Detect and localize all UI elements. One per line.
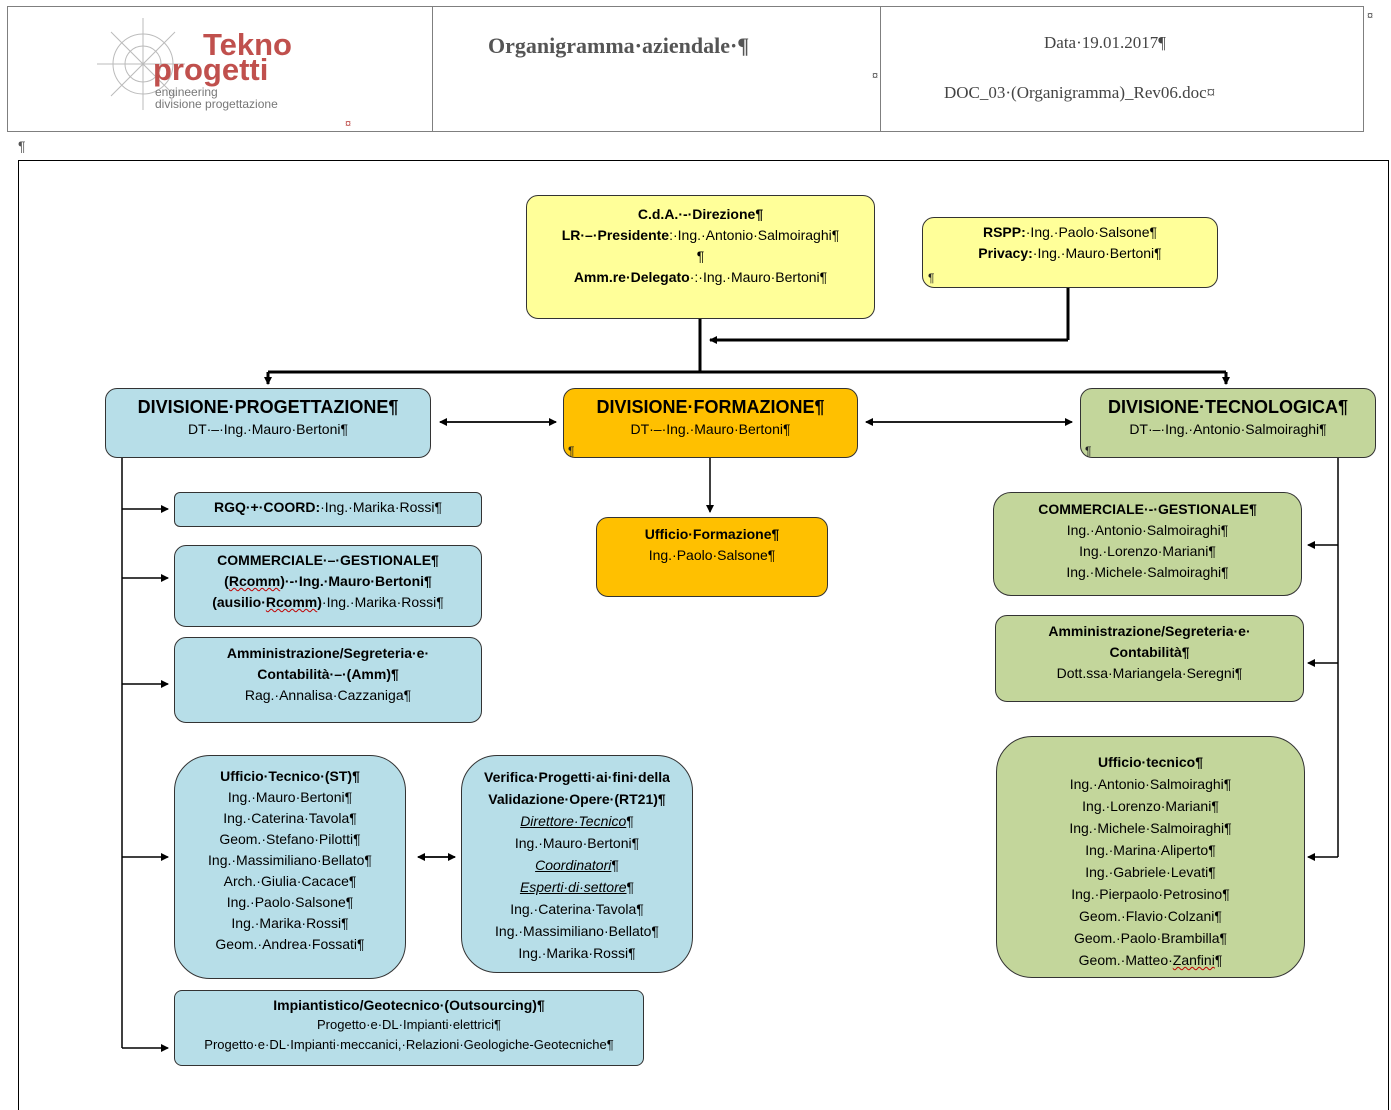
tecnologica-commerciale-member: Ing.·Lorenzo·Mariani¶ (1079, 543, 1216, 559)
divisione-tecnologica-box: DIVISIONE·TECNOLOGICA¶ DT·–·Ing.·Antonio… (1080, 388, 1376, 458)
rgq-coord-line: RGQ·+·COORD:·Ing.·Marika·Rossi¶ (213, 499, 443, 515)
paragraph-mark: ¶ (568, 444, 575, 458)
amministrazione-box: Amministrazione/Segreteria·e· Contabilit… (174, 637, 482, 723)
logo-progetti: progetti (153, 52, 269, 87)
cda-delegate: Amm.re·Delegato·:·Ing.·Mauro·Bertoni¶ (573, 269, 828, 285)
org-chart-frame (18, 160, 1389, 1110)
tecnologica-ut-member: Ing.·Lorenzo·Mariani¶ (1082, 798, 1219, 814)
tecnologica-amministrazione-box: Amministrazione/Segreteria·e· Contabilit… (995, 615, 1304, 702)
impiantistico-title: Impiantistico/Geotecnico·(Outsourcing)¶ (273, 997, 545, 1013)
cda-title: C.d.A.·-·Direzione¶ (637, 206, 764, 222)
impiantistico-line: Progetto·e·DL·Impianti·meccanici,·Relazi… (204, 1037, 614, 1052)
tecnologica-commerciale-member: Ing.·Michele·Salmoiraghi¶ (1066, 564, 1229, 580)
paragraph-mark: ¶ (928, 271, 935, 285)
rcomm-line: (Rcomm)·-·Ing.·Mauro·Bertoni¶ (224, 573, 432, 589)
divisione-formazione-box: DIVISIONE·FORMAZIONE¶ DT·–·Ing.·Mauro·Be… (563, 388, 858, 458)
ufficio-formazione-member: Ing.·Paolo·Salsone¶ (648, 547, 776, 563)
ufficio-formazione-title: Ufficio·Formazione¶ (644, 526, 780, 542)
amministrazione-title-1: Amministrazione/Segreteria·e· (226, 645, 430, 661)
ufficio-tecnico-st-member: Ing.·Mauro·Bertoni¶ (227, 789, 353, 805)
cda-empty-line: ¶ (696, 248, 705, 264)
ufficio-tecnico-st-title: Ufficio·Tecnico·(ST)¶ (220, 768, 360, 784)
ufficio-tecnico-st-member: Geom.·Andrea·Fossati¶ (215, 936, 365, 952)
logo-sunburst-icon (97, 18, 185, 110)
impiantistico-box: Impiantistico/Geotecnico·(Outsourcing)¶ … (174, 990, 644, 1066)
ufficio-tecnico-st-member: Arch.·Giulia·Cacace¶ (223, 873, 357, 889)
verifica-title-1: Verifica·Progetti·ai·fini·della (484, 769, 670, 785)
document-code: DOC_03·(Organigramma)_Rev06.doc¤ (944, 83, 1216, 102)
tecnologica-ut-member: Geom.·Matteo·Zanfini¶ (1078, 952, 1223, 968)
direttore-tecnico-label: Direttore·Tecnico¶ (520, 813, 634, 829)
ufficio-tecnico-st-member: Ing.·Paolo·Salsone¶ (226, 894, 354, 910)
impiantistico-line: Progetto·e·DL·Impianti·elettrici¶ (317, 1017, 501, 1032)
paragraph-mark: ¶ (1085, 444, 1092, 458)
esperti-label: Esperti·di·settore¶ (519, 879, 635, 895)
logo-subtitle: divisione progettazione (155, 97, 278, 111)
verifica-member: Ing.·Caterina·Tavola¶ (510, 901, 644, 917)
tecnologica-amm-title-1: Amministrazione/Segreteria·e· (1048, 623, 1251, 639)
tecnologica-amm-member: Dott.ssa·Mariangela·Seregni¶ (1056, 665, 1243, 681)
ufficio-tecnico-st-box: Ufficio·Tecnico·(ST)¶ Ing.·Mauro·Bertoni… (174, 755, 406, 979)
divisione-formazione-dt: DT·–·Ing.·Mauro·Bertoni¶ (630, 421, 791, 437)
ufficio-formazione-box: Ufficio·Formazione¶ Ing.·Paolo·Salsone¶ (596, 517, 828, 597)
cda-president: LR·–·Presidente:·Ing.·Antonio·Salmoiragh… (561, 227, 840, 243)
tecnologica-ut-member: Geom.·Paolo·Brambilla¶ (1073, 930, 1227, 946)
divisione-progettazione-box: DIVISIONE·PROGETTAZIONE¶ DT·–·Ing.·Mauro… (105, 388, 431, 458)
tecnologica-ut-member: Ing.·Pierpaolo·Petrosino¶ (1071, 886, 1230, 902)
ufficio-tecnico-st-member: Ing.·Marika·Rossi¶ (231, 915, 349, 931)
commerciale-title: COMMERCIALE·–·GESTIONALE¶ (217, 552, 439, 568)
tecnologica-ut-member: Geom.·Flavio·Colzani¶ (1079, 908, 1222, 924)
cell-end-mark: ¤ (872, 70, 879, 82)
divisione-tecnologica-dt: DT·–·Ing.·Antonio·Salmoiraghi¶ (1129, 421, 1327, 437)
logo-tekno: Tekno (203, 27, 292, 62)
tecnologica-commerciale-box: COMMERCIALE·-·GESTIONALE¶ Ing.·Antonio·S… (993, 492, 1302, 596)
verifica-member: Ing.·Massimiliano·Bellato¶ (495, 923, 659, 939)
tecnologica-ut-member: Ing.·Michele·Salmoiraghi¶ (1069, 820, 1232, 836)
ufficio-tecnico-st-member: Ing.·Massimiliano·Bellato¶ (208, 852, 372, 868)
row-end-mark: ¤ (1367, 10, 1374, 22)
amministrazione-title-2: Contabilità·–·(Amm)¶ (257, 666, 399, 682)
verifica-title-2: Validazione·Opere·(RT21)¶ (488, 791, 666, 807)
document-date: Data·19.01.2017¶ (1044, 33, 1166, 52)
rspp-privacy-box: RSPP:·Ing.·Paolo·Salsone¶ Privacy:·Ing.·… (922, 217, 1218, 288)
divisione-formazione-title: DIVISIONE·FORMAZIONE¶ (596, 397, 825, 417)
header-doc-cell (880, 6, 1364, 132)
rspp-line: RSPP:·Ing.·Paolo·Salsone¶ (982, 224, 1158, 240)
tecnologica-ut-member: Ing.·Antonio·Salmoiraghi¶ (1069, 776, 1232, 792)
tecnologica-commerciale-title: COMMERCIALE·-·GESTIONALE¶ (1038, 501, 1257, 517)
verifica-member: Ing.·Marika·Rossi¶ (518, 945, 636, 961)
amministrazione-member: Rag.·Annalisa·Cazzaniga¶ (244, 687, 412, 703)
logo-engineering: engineering (155, 85, 218, 99)
commerciale-gestionale-box: COMMERCIALE·–·GESTIONALE¶ (Rcomm)·-·Ing.… (174, 545, 482, 627)
company-logo: Tekno progetti engineering divisione pro… (95, 12, 345, 122)
tecnologica-ufficio-tecnico-title: Ufficio·tecnico¶ (1097, 754, 1203, 770)
tecnologica-ufficio-tecnico-box: Ufficio·tecnico¶ Ing.·Antonio·Salmoiragh… (996, 736, 1305, 978)
tecnologica-ut-member: Ing.·Marina·Aliperto¶ (1085, 842, 1216, 858)
ufficio-tecnico-st-member: Geom.·Stefano·Pilotti¶ (219, 831, 361, 847)
rgq-coord-box: RGQ·+·COORD:·Ing.·Marika·Rossi¶ (174, 492, 482, 527)
tecnologica-ut-member: Ing.·Gabriele·Levati¶ (1085, 864, 1216, 880)
tecnologica-amm-title-2: Contabilità¶ (1109, 644, 1190, 660)
verifica-member: Ing.·Mauro·Bertoni¶ (514, 835, 640, 851)
cda-direzione-box: C.d.A.·-·Direzione¶ LR·–·Presidente:·Ing… (526, 195, 875, 319)
coordinatori-label: Coordinatori¶ (535, 857, 619, 873)
ausilio-rcomm-line: (ausilio·Rcomm)·Ing.·Marika·Rossi¶ (212, 594, 444, 610)
ufficio-tecnico-st-member: Ing.·Caterina·Tavola¶ (223, 810, 357, 826)
paragraph-mark: ¶ (18, 138, 26, 154)
verifica-progetti-box: Verifica·Progetti·ai·fini·della Validazi… (461, 755, 693, 973)
privacy-line: Privacy:·Ing.·Mauro·Bertoni¶ (978, 245, 1162, 261)
divisione-tecnologica-title: DIVISIONE·TECNOLOGICA¶ (1107, 397, 1349, 417)
document-title: Organigramma·aziendale·¶ (488, 33, 750, 58)
divisione-progettazione-dt: DT·–·Ing.·Mauro·Bertoni¶ (187, 421, 348, 437)
tecnologica-commerciale-member: Ing.·Antonio·Salmoiraghi¶ (1066, 522, 1229, 538)
cell-end-mark: ¤ (345, 118, 352, 130)
divisione-progettazione-title: DIVISIONE·PROGETTAZIONE¶ (137, 397, 399, 417)
